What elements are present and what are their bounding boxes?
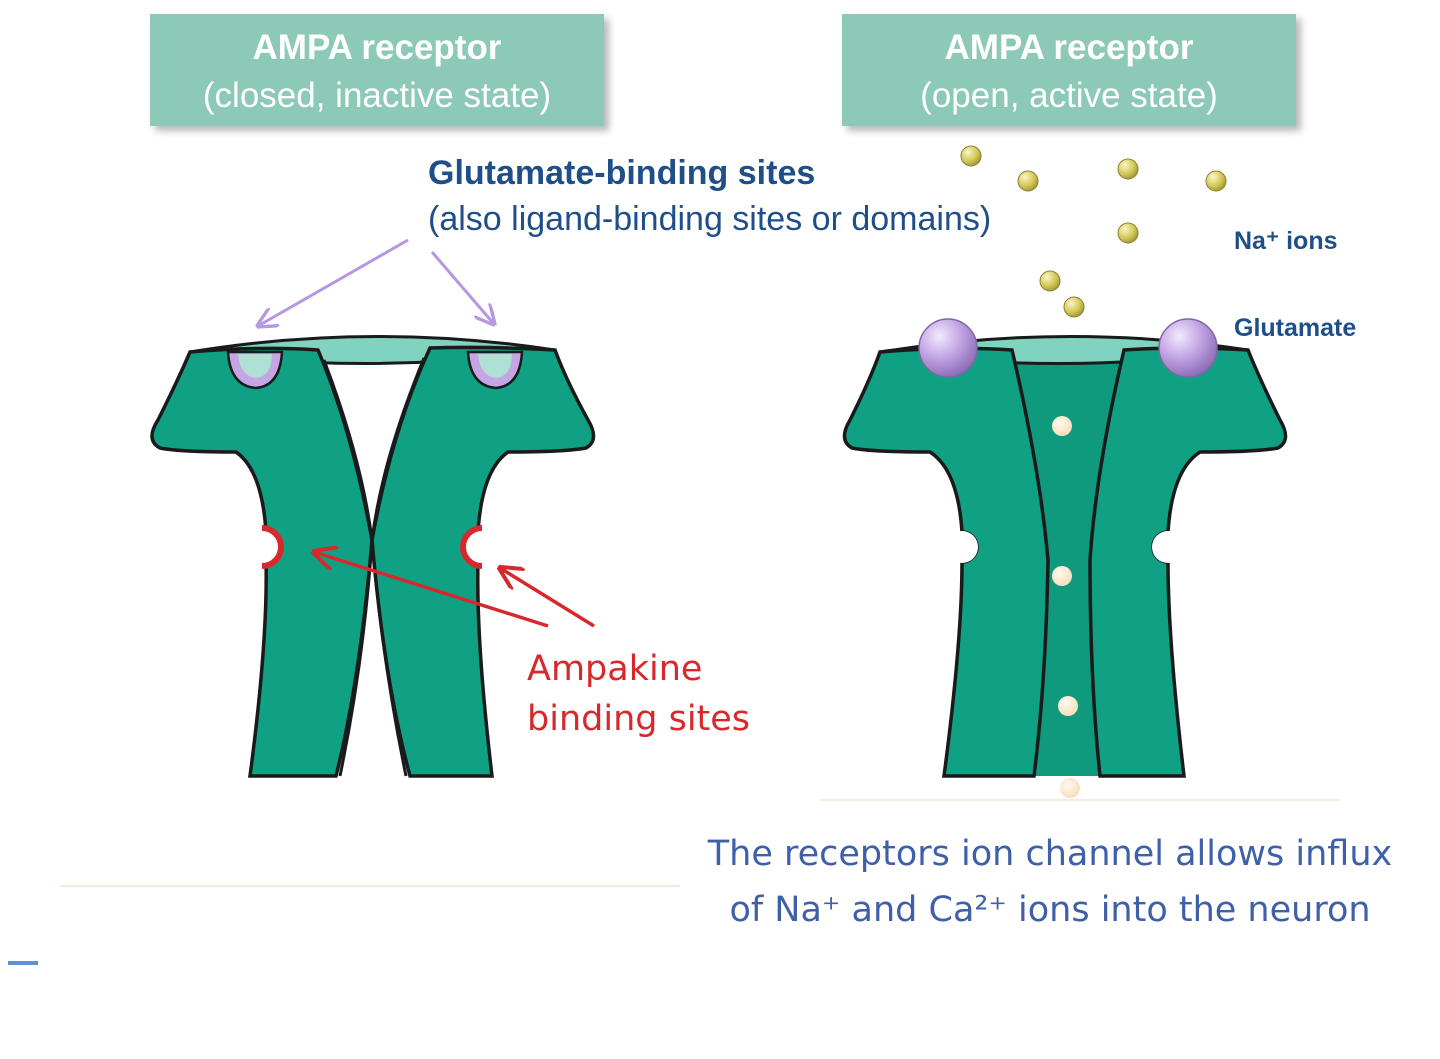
na-ion	[1039, 270, 1061, 292]
closed-channel-line-right	[370, 357, 426, 777]
na-ions-label: Na⁺ ions	[1234, 227, 1338, 255]
left-title-box: AMPA receptor (closed, inactive state)	[150, 14, 604, 126]
na-ion	[1205, 170, 1227, 192]
ampakine-site-right	[460, 525, 483, 569]
na-ion	[1063, 296, 1085, 318]
glutamate-binding-sites-subtitle: (also ligand-binding sites or domains)	[428, 200, 992, 238]
open-receptor-channel	[1012, 356, 1124, 776]
ion-in-channel	[1058, 696, 1078, 716]
left-subtitle: (closed, inactive state)	[202, 76, 552, 115]
ion-in-channel	[1052, 416, 1072, 436]
glutamate-molecule-left	[918, 318, 978, 378]
left-title: AMPA receptor	[252, 28, 502, 67]
closed-receptor	[150, 335, 596, 778]
na-ion	[1117, 222, 1139, 244]
ampakine-arrow-left	[314, 552, 549, 628]
caption: The receptors ion channel allows influx …	[690, 826, 1410, 938]
glutamate-label: Glutamate	[1234, 314, 1357, 342]
na-ion	[960, 145, 982, 167]
glutamate-molecule-right	[1158, 318, 1218, 378]
closed-receptor-left-subunit	[150, 346, 374, 778]
caption-line2: of Na⁺ and Ca²⁺ ions into the neuron	[729, 890, 1371, 930]
glutamate-binding-sites-label: Glutamate-binding sites (also ligand-bin…	[428, 150, 991, 242]
open-receptor-notch-right	[1152, 531, 1184, 563]
ion-in-channel	[1052, 566, 1072, 586]
right-subtitle: (open, active state)	[920, 76, 1218, 115]
ampakine-label-line2: binding sites	[527, 699, 751, 739]
open-receptor-right-subunit	[1088, 346, 1288, 778]
ampakine-binding-sites-label: Ampakine binding sites	[527, 644, 750, 744]
open-receptor	[842, 318, 1288, 798]
right-title: AMPA receptor	[944, 28, 1194, 67]
ampakine-label-line1: Ampakine	[527, 649, 703, 689]
ion-in-channel	[1060, 778, 1080, 798]
ampakine-site-left	[261, 525, 284, 569]
glutamate-binding-sites-title: Glutamate-binding sites	[428, 154, 816, 192]
glutamate-site-arrow-left	[258, 238, 409, 326]
glutamate-site-arrow-right	[430, 251, 494, 324]
open-receptor-notch-left	[946, 531, 978, 563]
open-receptor-left-subunit	[842, 346, 1050, 778]
right-title-box: AMPA receptor (open, active state)	[842, 14, 1296, 126]
na-ion	[1017, 170, 1039, 192]
na-ion	[1117, 158, 1139, 180]
na-ions-group	[960, 145, 1227, 318]
ampakine-arrow-right	[500, 568, 595, 628]
caption-line1: The receptors ion channel allows influx	[707, 834, 1393, 874]
slide-dash-mark	[8, 961, 38, 965]
